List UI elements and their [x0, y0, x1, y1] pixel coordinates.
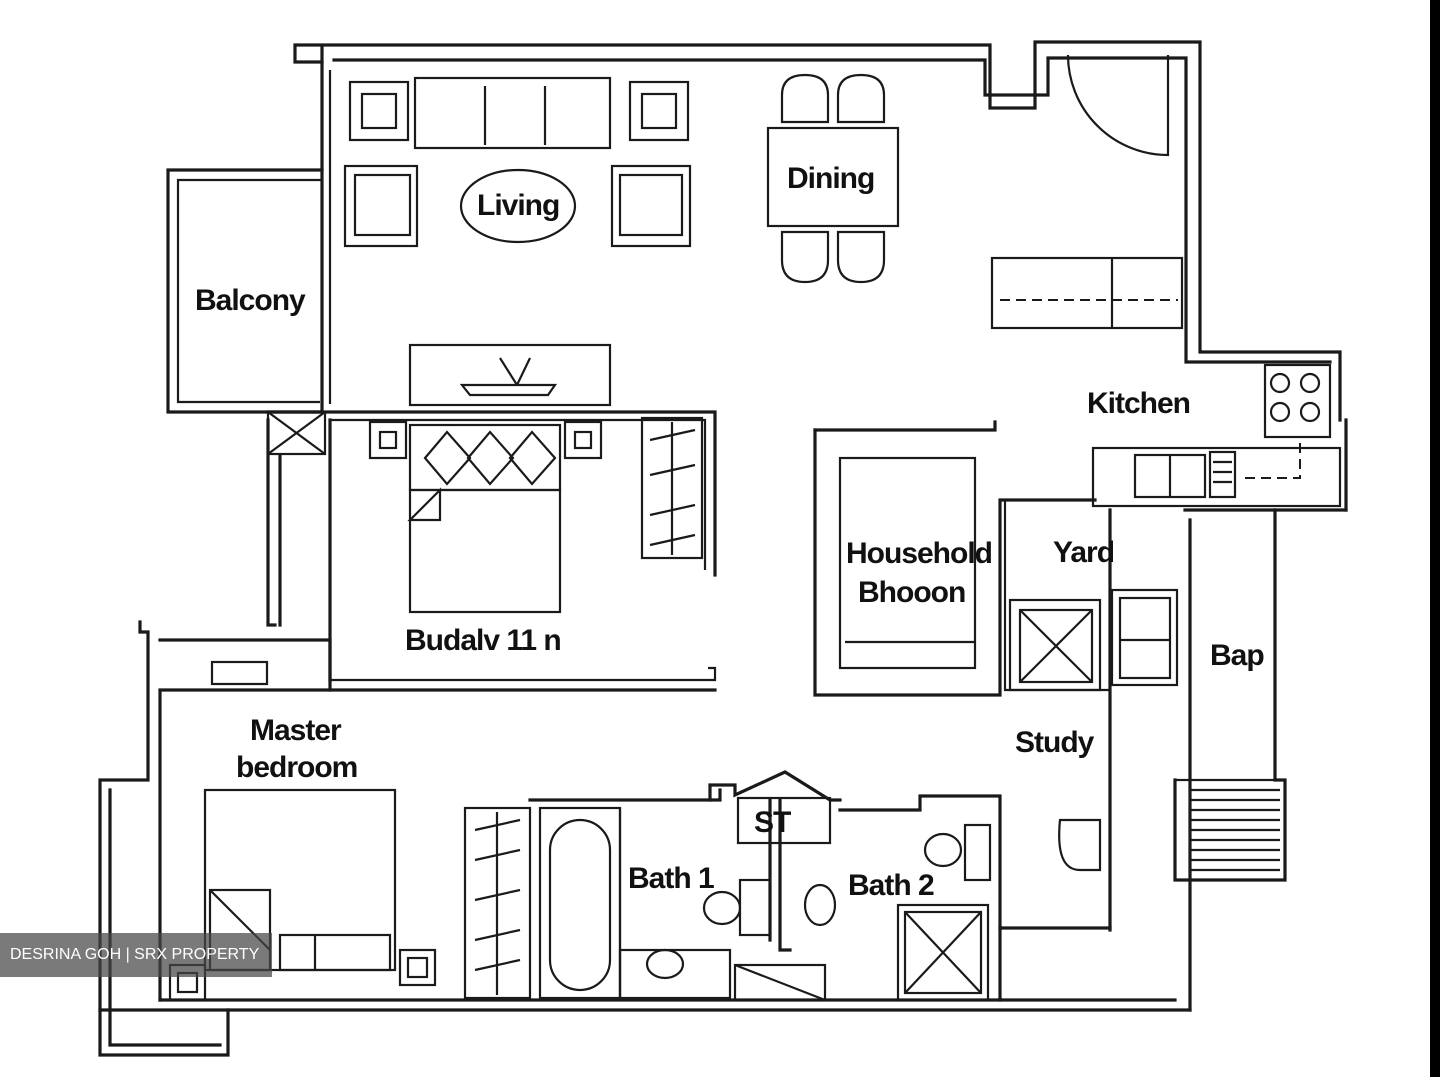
bath2-walls [778, 794, 1112, 1002]
label-study: Study [1015, 726, 1095, 759]
dining-furniture [766, 73, 900, 284]
bedroom-furniture [168, 416, 704, 1002]
label-dining: Dining [787, 162, 874, 195]
label-yard: Yard [1053, 536, 1114, 569]
watermark: DESRINA GOH | SRX PROPERTY [0, 933, 272, 977]
label-bay: Bap [1210, 639, 1264, 672]
living-furniture [343, 76, 692, 407]
label-store: ST [754, 806, 791, 839]
room-labels: Living Dining Balcony Kitchen Budalv 11 … [195, 162, 1265, 902]
balcony-walls [166, 60, 332, 414]
label-master-1: Master [250, 714, 342, 747]
label-master-2: bedroom [236, 751, 357, 784]
label-bedroom: Budalv 11 n [405, 624, 561, 657]
label-household-2: Bhooon [858, 576, 965, 609]
shelter-walls [813, 420, 1179, 697]
label-bath1: Bath 1 [628, 862, 714, 895]
kitchen-fixtures [990, 54, 1342, 508]
label-living: Living [477, 189, 559, 222]
bedroom-walls [266, 410, 717, 692]
outer-walls [98, 40, 1348, 1057]
store-walls [708, 770, 842, 845]
bay-steps [1058, 778, 1287, 882]
label-household-1: Household [846, 537, 992, 570]
label-balcony: Balcony [195, 284, 306, 317]
label-kitchen: Kitchen [1087, 387, 1190, 420]
right-border [1430, 0, 1440, 1077]
bath1-walls [528, 788, 827, 1002]
label-bath2: Bath 2 [848, 869, 934, 902]
